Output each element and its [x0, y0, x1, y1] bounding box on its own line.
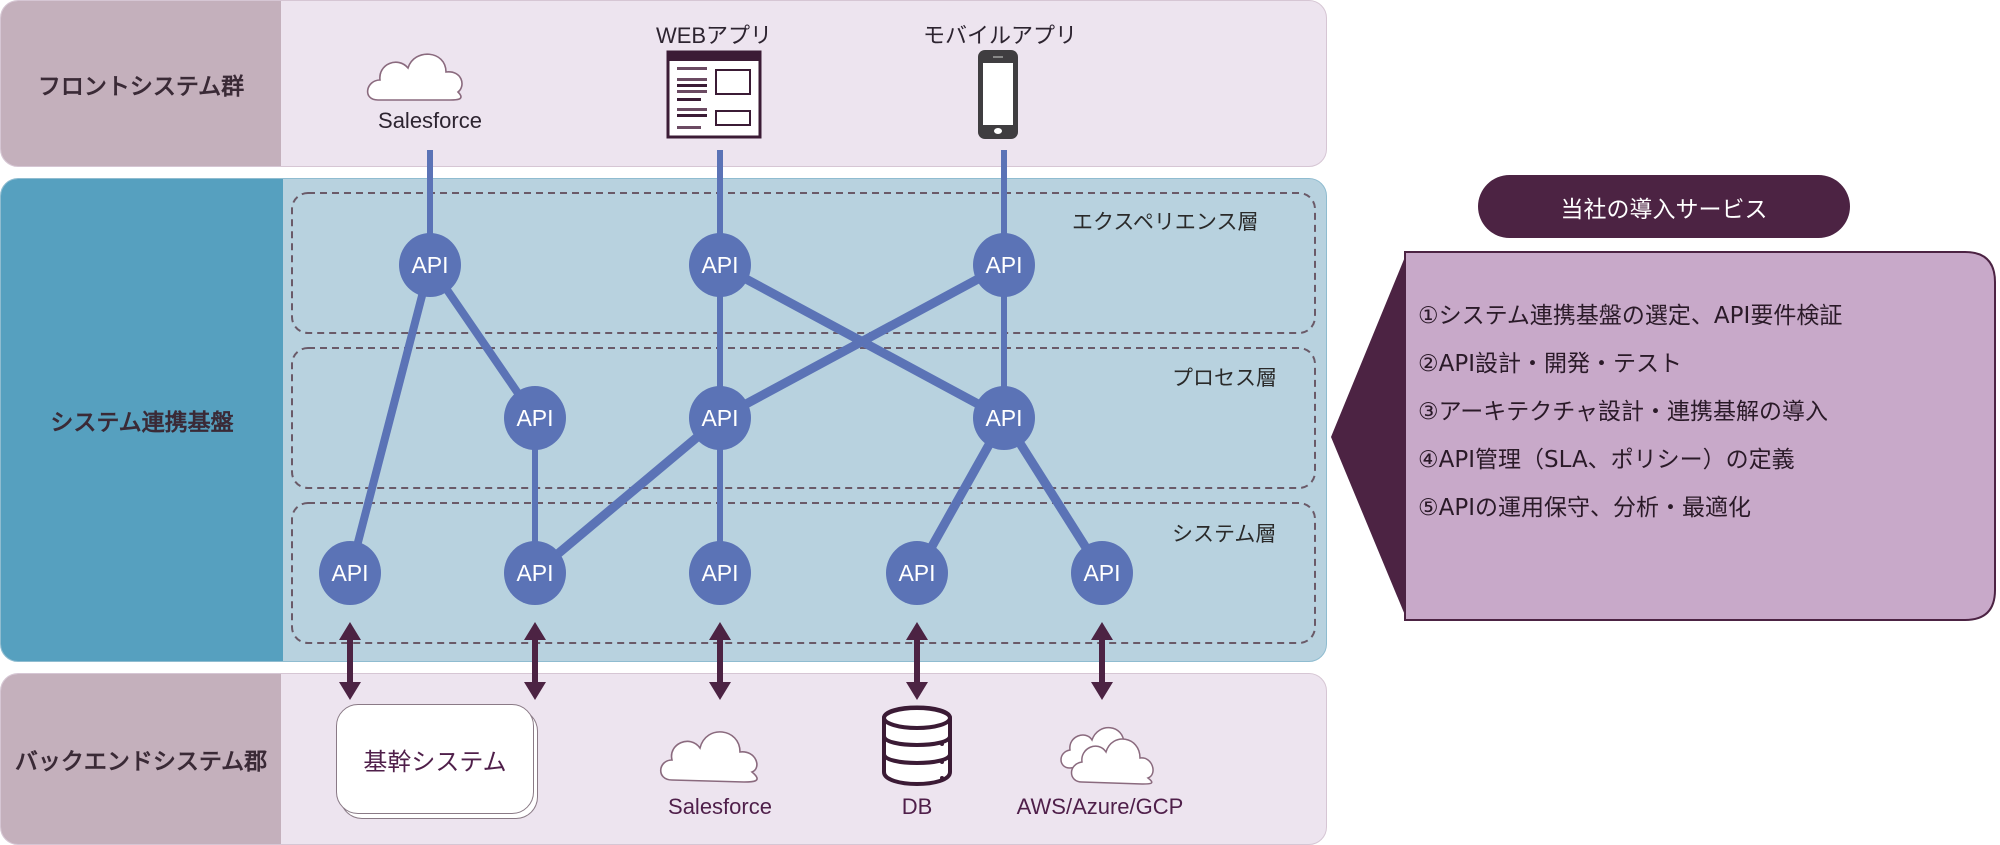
front-salesforce-cloud-icon	[366, 53, 463, 101]
connector-line	[346, 263, 434, 575]
process-layer-box	[291, 347, 1316, 489]
api-node: API	[399, 233, 461, 297]
database-icon	[882, 705, 952, 786]
web-app-label: WEBアプリ	[655, 23, 773, 48]
api-node-circle	[319, 541, 381, 605]
api-node-circle	[1071, 541, 1133, 605]
bidirectional-arrow-icon	[906, 622, 928, 700]
backend-systems-label: バックエンドシステム郡	[1, 674, 281, 844]
api-node: API	[973, 386, 1035, 450]
services-box	[1331, 251, 1996, 621]
system-layer-label: システム層	[1172, 522, 1277, 546]
api-node-circle	[973, 233, 1035, 297]
api-node: API	[504, 386, 566, 450]
api-node-label: API	[701, 252, 738, 278]
core-system-label: 基幹システム	[363, 747, 507, 776]
api-node: API	[1071, 541, 1133, 605]
service-item: ⑤APIの運用保守、分析・最適化	[1418, 495, 1752, 521]
api-node-label: API	[701, 560, 738, 586]
api-node-label: API	[898, 560, 935, 586]
api-node-circle	[886, 541, 948, 605]
connectors	[346, 150, 1106, 577]
connector-line	[532, 414, 723, 577]
service-item: ②API設計・開発・テスト	[1418, 351, 1683, 377]
api-node-label: API	[411, 252, 448, 278]
multi-cloud-icon	[1060, 726, 1154, 785]
api-node-circle	[689, 233, 751, 297]
core-system-box: 基幹システム	[336, 704, 534, 814]
api-node-label: API	[1083, 560, 1120, 586]
bidirectional-arrow-icon	[524, 622, 546, 700]
connector-line	[717, 261, 1007, 422]
service-item: ③アーキテクチャ設計・連携基解の導入	[1418, 399, 1829, 425]
api-node-circle	[504, 541, 566, 605]
api-node-label: API	[331, 560, 368, 586]
api-node-circle	[399, 233, 461, 297]
backend-salesforce-cloud-icon	[659, 731, 758, 783]
api-nodes: API API API API API API API API API API API	[319, 233, 1133, 605]
api-node: API	[689, 386, 751, 450]
api-node: API	[886, 541, 948, 605]
backend-salesforce-label: Salesforce	[668, 794, 772, 819]
db-label: DB	[901, 794, 933, 819]
integration-platform-label: システム連携基盤	[1, 179, 283, 661]
web-app-icon	[666, 50, 762, 139]
api-node: API	[689, 233, 751, 297]
experience-layer-label: エクスペリエンス層	[1072, 210, 1259, 234]
api-node: API	[689, 541, 751, 605]
mobile-app-label: モバイルアプリ	[922, 23, 1078, 48]
api-node-circle	[689, 541, 751, 605]
front-systems-panel: フロントシステム群	[0, 0, 1327, 167]
multi-cloud-label: AWS/Azure/GCP	[1016, 794, 1184, 819]
api-node-circle	[504, 386, 566, 450]
smartphone-icon	[978, 50, 1018, 139]
api-node-label: API	[701, 405, 738, 431]
experience-layer-box	[291, 192, 1316, 334]
api-node-label: API	[985, 252, 1022, 278]
api-node-circle	[973, 386, 1035, 450]
api-node-label: API	[516, 560, 553, 586]
services-title: 当社の導入サービス	[1560, 196, 1768, 223]
api-node-label: API	[985, 405, 1022, 431]
service-item: ①システム連携基盤の選定、API要件検証	[1418, 303, 1843, 329]
api-node: API	[504, 541, 566, 605]
api-node-label: API	[516, 405, 553, 431]
system-layer-box	[291, 502, 1316, 644]
backend-arrows	[339, 622, 1113, 700]
service-item: ④API管理（SLA、ポリシー）の定義	[1418, 447, 1795, 473]
front-systems-label: フロントシステム群	[1, 1, 281, 166]
bidirectional-arrow-icon	[709, 622, 731, 700]
api-node-circle	[689, 386, 751, 450]
bidirectional-arrow-icon	[339, 622, 361, 700]
services-list: ①システム連携基盤の選定、API要件検証 ②API設計・開発・テスト ③アーキテ…	[1418, 292, 1842, 532]
api-node: API	[319, 541, 381, 605]
api-node: API	[973, 233, 1035, 297]
services-title-pill: 当社の導入サービス	[1478, 175, 1850, 238]
front-salesforce-label: Salesforce	[378, 108, 482, 133]
bidirectional-arrow-icon	[1091, 622, 1113, 700]
process-layer-label: プロセス層	[1172, 366, 1277, 390]
